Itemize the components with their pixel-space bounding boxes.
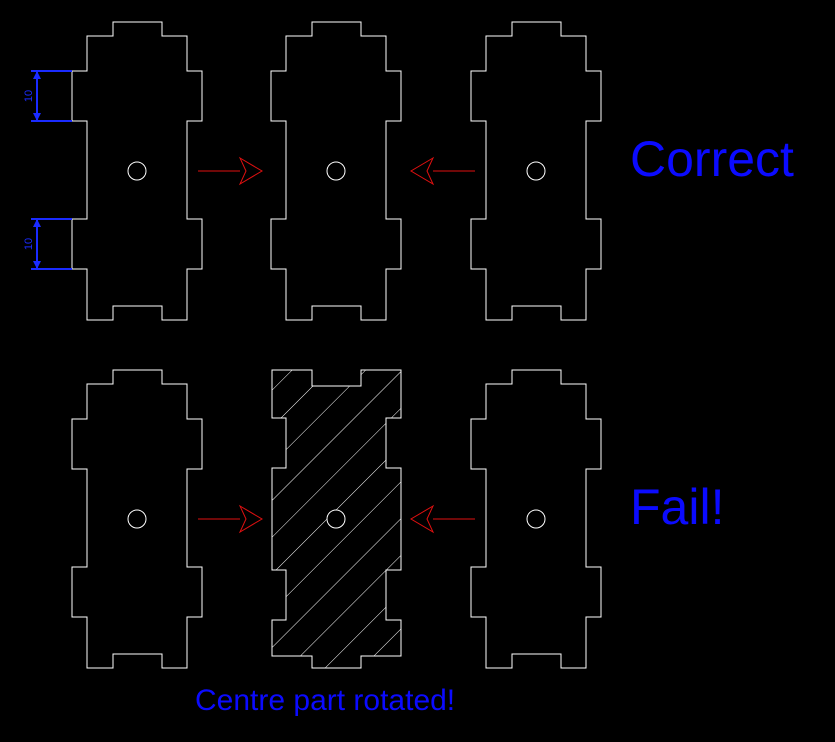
fail-label: Fail! [630,479,725,535]
dimension-upper: 10 [23,70,72,122]
correct-label: Correct [630,131,794,187]
arrow-left-icon [410,504,475,534]
dimension-lower-value: 10 [23,238,35,250]
fail-left-part [71,369,203,669]
arrow-right-icon [198,504,263,534]
correct-row: 10 10 [23,21,602,321]
fail-right-part [470,369,602,669]
mounting-hole [526,161,546,181]
fail-centre-part-rotated [271,369,402,669]
dimension-upper-value: 10 [23,90,35,102]
arrow-right-icon [198,156,263,186]
arrow-left-icon [410,156,475,186]
correct-centre-part [270,21,402,321]
mounting-hole [326,161,346,181]
correct-left-part [71,21,203,321]
fail-row [71,369,602,669]
mounting-hole [127,509,147,529]
mounting-hole [326,509,346,529]
mounting-hole [127,161,147,181]
caption-label: Centre part rotated! [195,684,456,717]
mounting-hole [526,509,546,529]
dimension-lower: 10 [23,218,72,270]
correct-right-part [470,21,602,321]
